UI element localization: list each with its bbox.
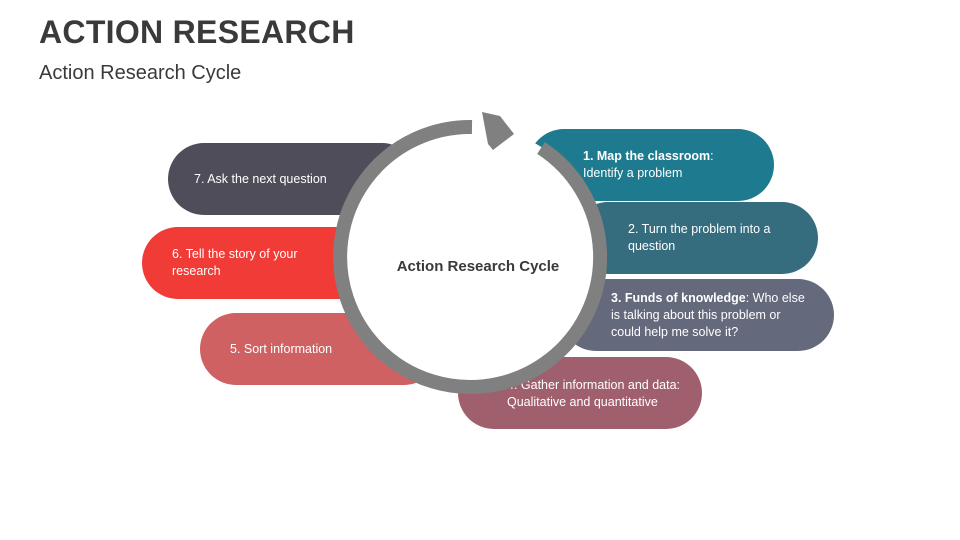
page-subtitle: Action Research Cycle xyxy=(39,62,242,84)
step-2-text: 2. Turn the problem into a question xyxy=(628,222,771,253)
step-3-text: 3. Funds of knowledge: Who else is talki… xyxy=(611,290,811,341)
cycle-arc xyxy=(333,119,608,394)
step-5-text: 5. Sort information xyxy=(230,341,333,356)
cycle-center-label: Action Research Cycle xyxy=(396,258,560,275)
step-1-text: 1. Map the classroom: Identify a problem xyxy=(583,148,733,182)
cycle-arrowhead-icon xyxy=(482,112,514,150)
step-3-rest: : Who else is talking about this problem… xyxy=(611,290,805,339)
step-7-text: 7. Ask the next question xyxy=(194,171,327,186)
step-1-bold: 1. Map the classroom xyxy=(583,149,711,163)
step-3-pill: 3. Funds of knowledge: Who else is talki… xyxy=(560,279,834,351)
step-1-rest: : Identify a problem xyxy=(583,149,714,180)
step-6-text: 6. Tell the story of your research xyxy=(172,247,298,278)
cycle-center-disc xyxy=(342,127,602,387)
step-3-bold: 3. Funds of knowledge xyxy=(611,290,746,305)
page-title: ACTION RESEARCH xyxy=(39,14,355,50)
step-4-text: 4. Gather information and data: Qualitat… xyxy=(507,378,681,409)
step-2-pill: 2. Turn the problem into a question xyxy=(572,202,818,274)
